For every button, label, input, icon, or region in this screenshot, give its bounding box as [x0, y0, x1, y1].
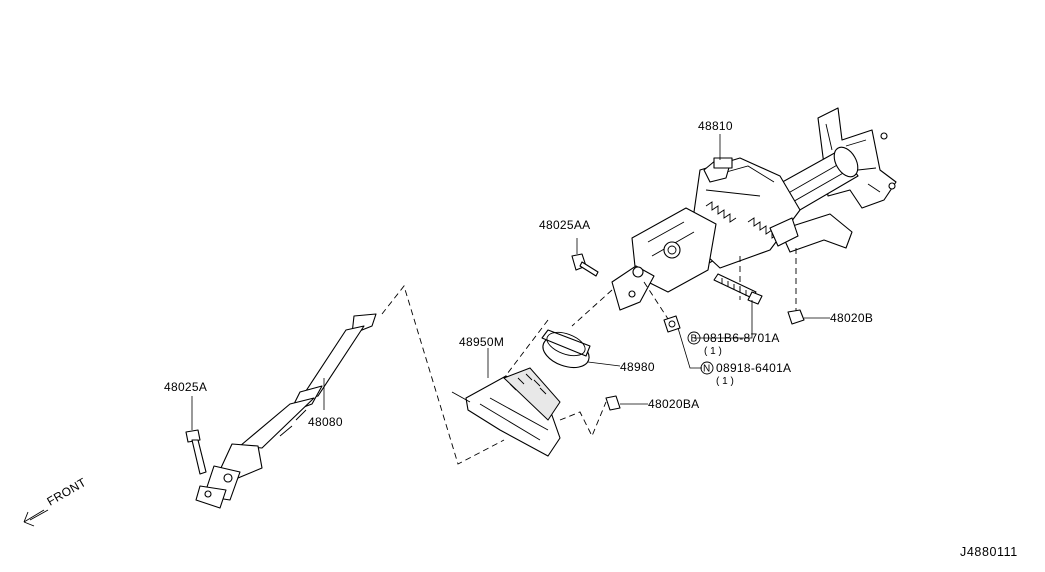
label-48020BA: 48020BA: [648, 397, 699, 411]
front-label: FRONT: [45, 475, 89, 509]
label-48020B: 48020B: [830, 311, 873, 325]
label-48980: 48980: [620, 360, 655, 374]
label-081B6: 081B6-8701A: [703, 331, 780, 345]
bolt-marker-letter: B: [691, 334, 698, 345]
steering-column-assembly: [611, 107, 897, 311]
label-48080: 48080: [308, 415, 343, 429]
bolt-48025A: [185, 429, 207, 475]
bolt-48025AA: [571, 253, 599, 277]
nut-48020B: [787, 309, 805, 325]
guide-line: [381, 285, 505, 465]
guide-line: [643, 281, 671, 323]
diagram-code: J4880111: [960, 545, 1018, 559]
label-08918-qty: ( 1 ): [716, 376, 734, 387]
seal-48980: [541, 329, 591, 369]
nut-marker-icon: [700, 361, 714, 375]
boot-48950M: [451, 367, 561, 457]
leader-48980: [587, 361, 621, 367]
front-arrow-icon: [23, 509, 49, 527]
label-081B6-qty: ( 1 ): [704, 346, 722, 357]
guide-line: [559, 401, 607, 438]
leader-081B6: [694, 300, 753, 339]
label-48025A: 48025A: [164, 380, 207, 394]
clip-48020BA: [605, 395, 621, 411]
guide-line: [571, 289, 613, 327]
guide-line: [503, 319, 549, 379]
nut-marker-letter: N: [703, 364, 710, 375]
label-48025AA: 48025AA: [539, 218, 590, 232]
label-48810: 48810: [698, 119, 733, 133]
intermediate-shaft-48080: [195, 313, 377, 509]
label-08918: 08918-6401A: [716, 361, 791, 375]
label-48950M: 48950M: [459, 335, 504, 349]
leader-08918: [677, 327, 702, 369]
nut-08918: [663, 315, 681, 333]
bolt-marker-icon: [687, 331, 701, 345]
